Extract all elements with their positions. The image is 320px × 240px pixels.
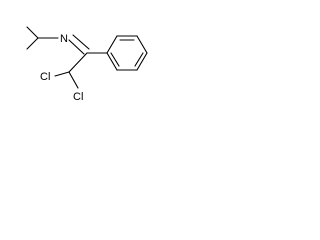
ring-bond-6 [106,52,118,71]
ring-inner-bond-right [134,52,144,67]
nitrogen-atom-label: N [60,33,68,45]
ring-bond-4 [136,52,148,71]
ring-inner-bond-left [110,52,120,67]
ring-bond-1 [106,35,118,54]
bond-chlorine-left [54,71,70,77]
bond-imine-double-a [68,39,85,55]
chlorine-atom-label-left: Cl [40,71,50,83]
ring-bond-3 [136,35,148,54]
chlorine-atom-label-right: Cl [73,91,83,103]
bond-to-dichloromethyl [68,52,88,73]
bond-imine-double-b [72,34,90,50]
phenyl-ring [106,35,148,71]
bond-methyl-lower [26,37,39,50]
chemical-structure-diagram: N Cl Cl [26,26,148,103]
bond-chlorine-right [68,71,79,89]
bond-methyl-upper [26,26,39,39]
